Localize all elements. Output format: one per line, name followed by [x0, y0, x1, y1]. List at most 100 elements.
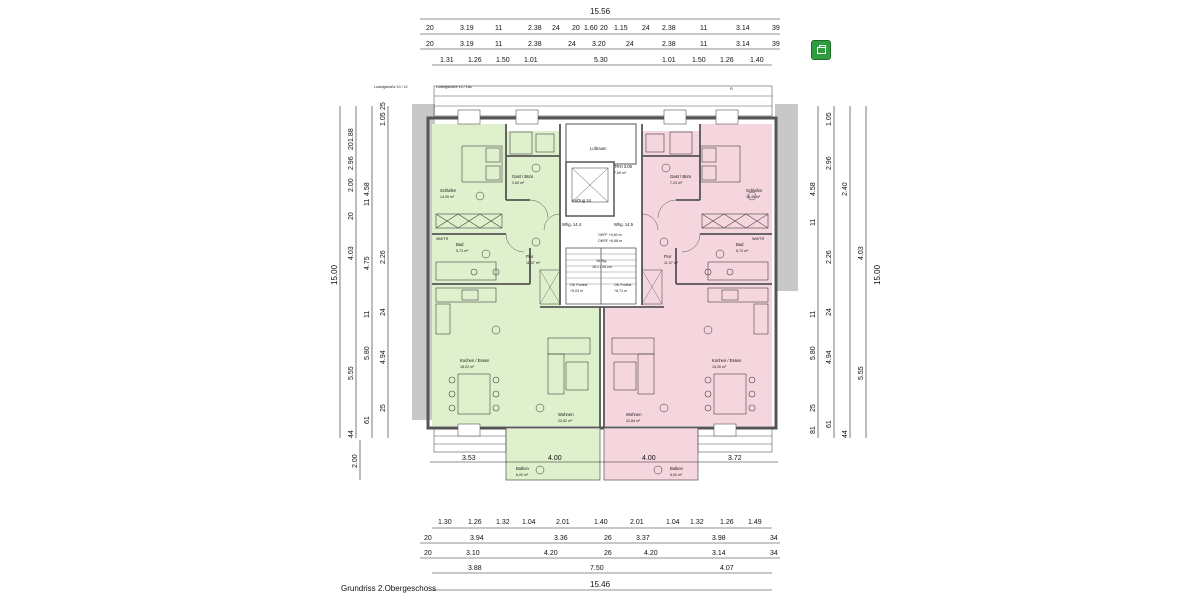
dim-left-inner-7: 61 — [364, 416, 371, 424]
dim-bot-r1-10: 1.49 — [748, 519, 762, 526]
dim-right: 15.00 4.03 5.55 4.58 5.80 1.05 2.96 2.40… — [810, 112, 882, 438]
right-kochen-area: 16,26 m² — [712, 365, 727, 369]
left-bad-area: 5,73 m² — [456, 249, 469, 253]
right-gast-area: 7,24 m² — [670, 181, 683, 185]
dim-balcony-left: 3.53 — [462, 455, 476, 462]
right-bad-area: 6,73 m² — [736, 249, 749, 253]
dim-right-inner-3: 2.26 — [826, 250, 833, 264]
dim-top-r1-12: 3.14 — [736, 25, 750, 32]
dim-left-inner-6: 25 — [380, 404, 387, 412]
trh-area: 7,69 m² — [614, 171, 627, 175]
dim-bot-r3-5: 3.14 — [712, 550, 726, 557]
right-balkon-area: 6,00 m² — [670, 473, 683, 477]
aufzug-label: Aufzug 14 — [572, 198, 592, 203]
dim-left-inner-10: 20 — [348, 142, 355, 150]
left-balkon: Balkon — [516, 466, 529, 471]
balcony-left-fill — [505, 427, 601, 481]
left-wohnen-area: 22,62 m² — [558, 419, 573, 423]
building-outline — [412, 104, 798, 430]
left-bad: Bad — [456, 242, 464, 247]
left-shade — [412, 104, 435, 420]
dim-right-inner-0: 1.05 — [826, 112, 833, 126]
stair-sub: 18,1 / 26 cm — [592, 265, 612, 269]
right-balkon: Balkon — [670, 466, 683, 471]
dim-balcony-mid-left: 4.00 — [548, 455, 562, 462]
dim-right-outer-0: 4.03 — [858, 246, 865, 260]
dim-top-r3-2: 1.50 — [496, 57, 510, 64]
dim-top-r1-9: 24 — [642, 25, 650, 32]
left-flur: Flur — [526, 254, 534, 259]
dim-top-r1-4: 24 — [552, 25, 560, 32]
dim-right-inner-8: 25 — [810, 404, 817, 412]
dim-bot-r2-3: 26 — [604, 535, 612, 542]
dim-balcony-mid-right: 4.00 — [642, 455, 656, 462]
unit-right-fill — [604, 124, 772, 426]
dim-top-r3-0: 1.31 — [440, 57, 454, 64]
dim-top-r1-2: 11 — [495, 25, 502, 32]
stair-label: 16 Stg — [596, 259, 606, 263]
dim-top-r2-1: 3.19 — [460, 41, 474, 48]
dim-right-inner-9: 11 — [810, 219, 817, 226]
dim-top-r3-5: 1.01 — [662, 57, 676, 64]
dim-top-r1-13: 39 — [772, 25, 780, 32]
dim-bot-r1-2: 1.32 — [496, 519, 510, 526]
dim-left-mid-2: 5.80 — [364, 346, 371, 360]
right-wohnen: Wohnen — [626, 412, 642, 417]
left-balkon-area: 6,00 m² — [516, 473, 529, 477]
dim-bot-r1-0: 1.30 — [438, 519, 452, 526]
dim-top-r2-4: 24 — [568, 41, 576, 48]
right-bad: Bad — [736, 242, 744, 247]
dim-bot-r3-6: 34 — [770, 550, 778, 557]
dimension-lines — [339, 18, 867, 591]
dim-left-inner-9: 25 — [380, 102, 387, 110]
dim-bot-r1-5: 1.40 — [594, 519, 608, 526]
dim-top: 15.56 20 3.19 11 2.38 24 20 1.60 20 1.15… — [426, 7, 780, 64]
dim-top-r3-3: 1.01 — [524, 57, 538, 64]
right-flur: Flur — [664, 254, 672, 259]
dim-left-outer-0: 5.55 — [348, 366, 355, 380]
dim-right-inner-5: 81 — [810, 426, 817, 434]
dim-left-inner-0: 1.05 — [380, 112, 387, 126]
dim-bot-r4-1: 7.50 — [590, 565, 604, 572]
dim-top-r2-6: 24 — [626, 41, 634, 48]
window-icon-button[interactable] — [811, 40, 831, 60]
luftraum-label: Luftraum — [590, 146, 607, 151]
okff-label: OKFF +6,60 m — [598, 233, 622, 237]
window-icon — [817, 45, 826, 54]
okrf-label: OKRF +6,68 m — [598, 239, 622, 243]
dim-left-inner-11: 11 — [364, 199, 371, 206]
podest-right-val: +6,71 m — [614, 289, 627, 293]
left-flur-area: 11,07 m² — [526, 261, 541, 265]
whg-right-label: Whg. 14.5 — [614, 222, 634, 227]
plan-caption: Grundriss 2.Obergeschoss — [341, 584, 437, 593]
right-wm: WM/TR — [752, 237, 765, 241]
dim-left-inner-13: 11 — [364, 311, 371, 318]
trh-label: TRH 3.06 — [614, 164, 633, 169]
outer-wall — [426, 116, 778, 430]
dim-top-r2-8: 11 — [700, 41, 707, 48]
dim-left-mid-1: 4.75 — [364, 256, 371, 270]
dim-top-total: 15.56 — [590, 7, 611, 16]
left-gast-area: 3,84 m² — [512, 181, 525, 185]
unit-left-fill — [432, 124, 600, 426]
dim-left-outer-1: 4.03 — [348, 246, 355, 260]
right-gast: Gast / Büro — [670, 174, 692, 179]
dim-left-inner-1: 1.88 — [348, 128, 355, 142]
dim-right-outer-1: 5.55 — [858, 366, 865, 380]
dim-bot-r2-1: 3.94 — [470, 535, 484, 542]
dim-bot-r1-7: 1.04 — [666, 519, 680, 526]
dim-left-inner-12: 24 — [380, 308, 387, 316]
dim-bot-r2-4: 3.37 — [636, 535, 650, 542]
street-left: Ludwigstraße 10 / 12 — [374, 85, 408, 89]
dim-right-mid-1: 5.80 — [810, 346, 817, 360]
podest-left-val: +5,03 m — [570, 289, 583, 293]
right-flur-area: 11,07 m² — [664, 261, 679, 265]
dim-top-r3-6: 1.50 — [692, 57, 706, 64]
dim-top-r1-1: 3.19 — [460, 25, 474, 32]
dim-bot-r3-0: 20 — [424, 550, 432, 557]
dim-left-inner-5: 4.94 — [380, 350, 387, 364]
dim-bot-r4-2: 4.07 — [720, 565, 734, 572]
dim-left: 15.00 5.55 4.03 4.58 4.75 5.80 1.05 1.88… — [330, 102, 387, 468]
roof-top — [433, 85, 773, 125]
